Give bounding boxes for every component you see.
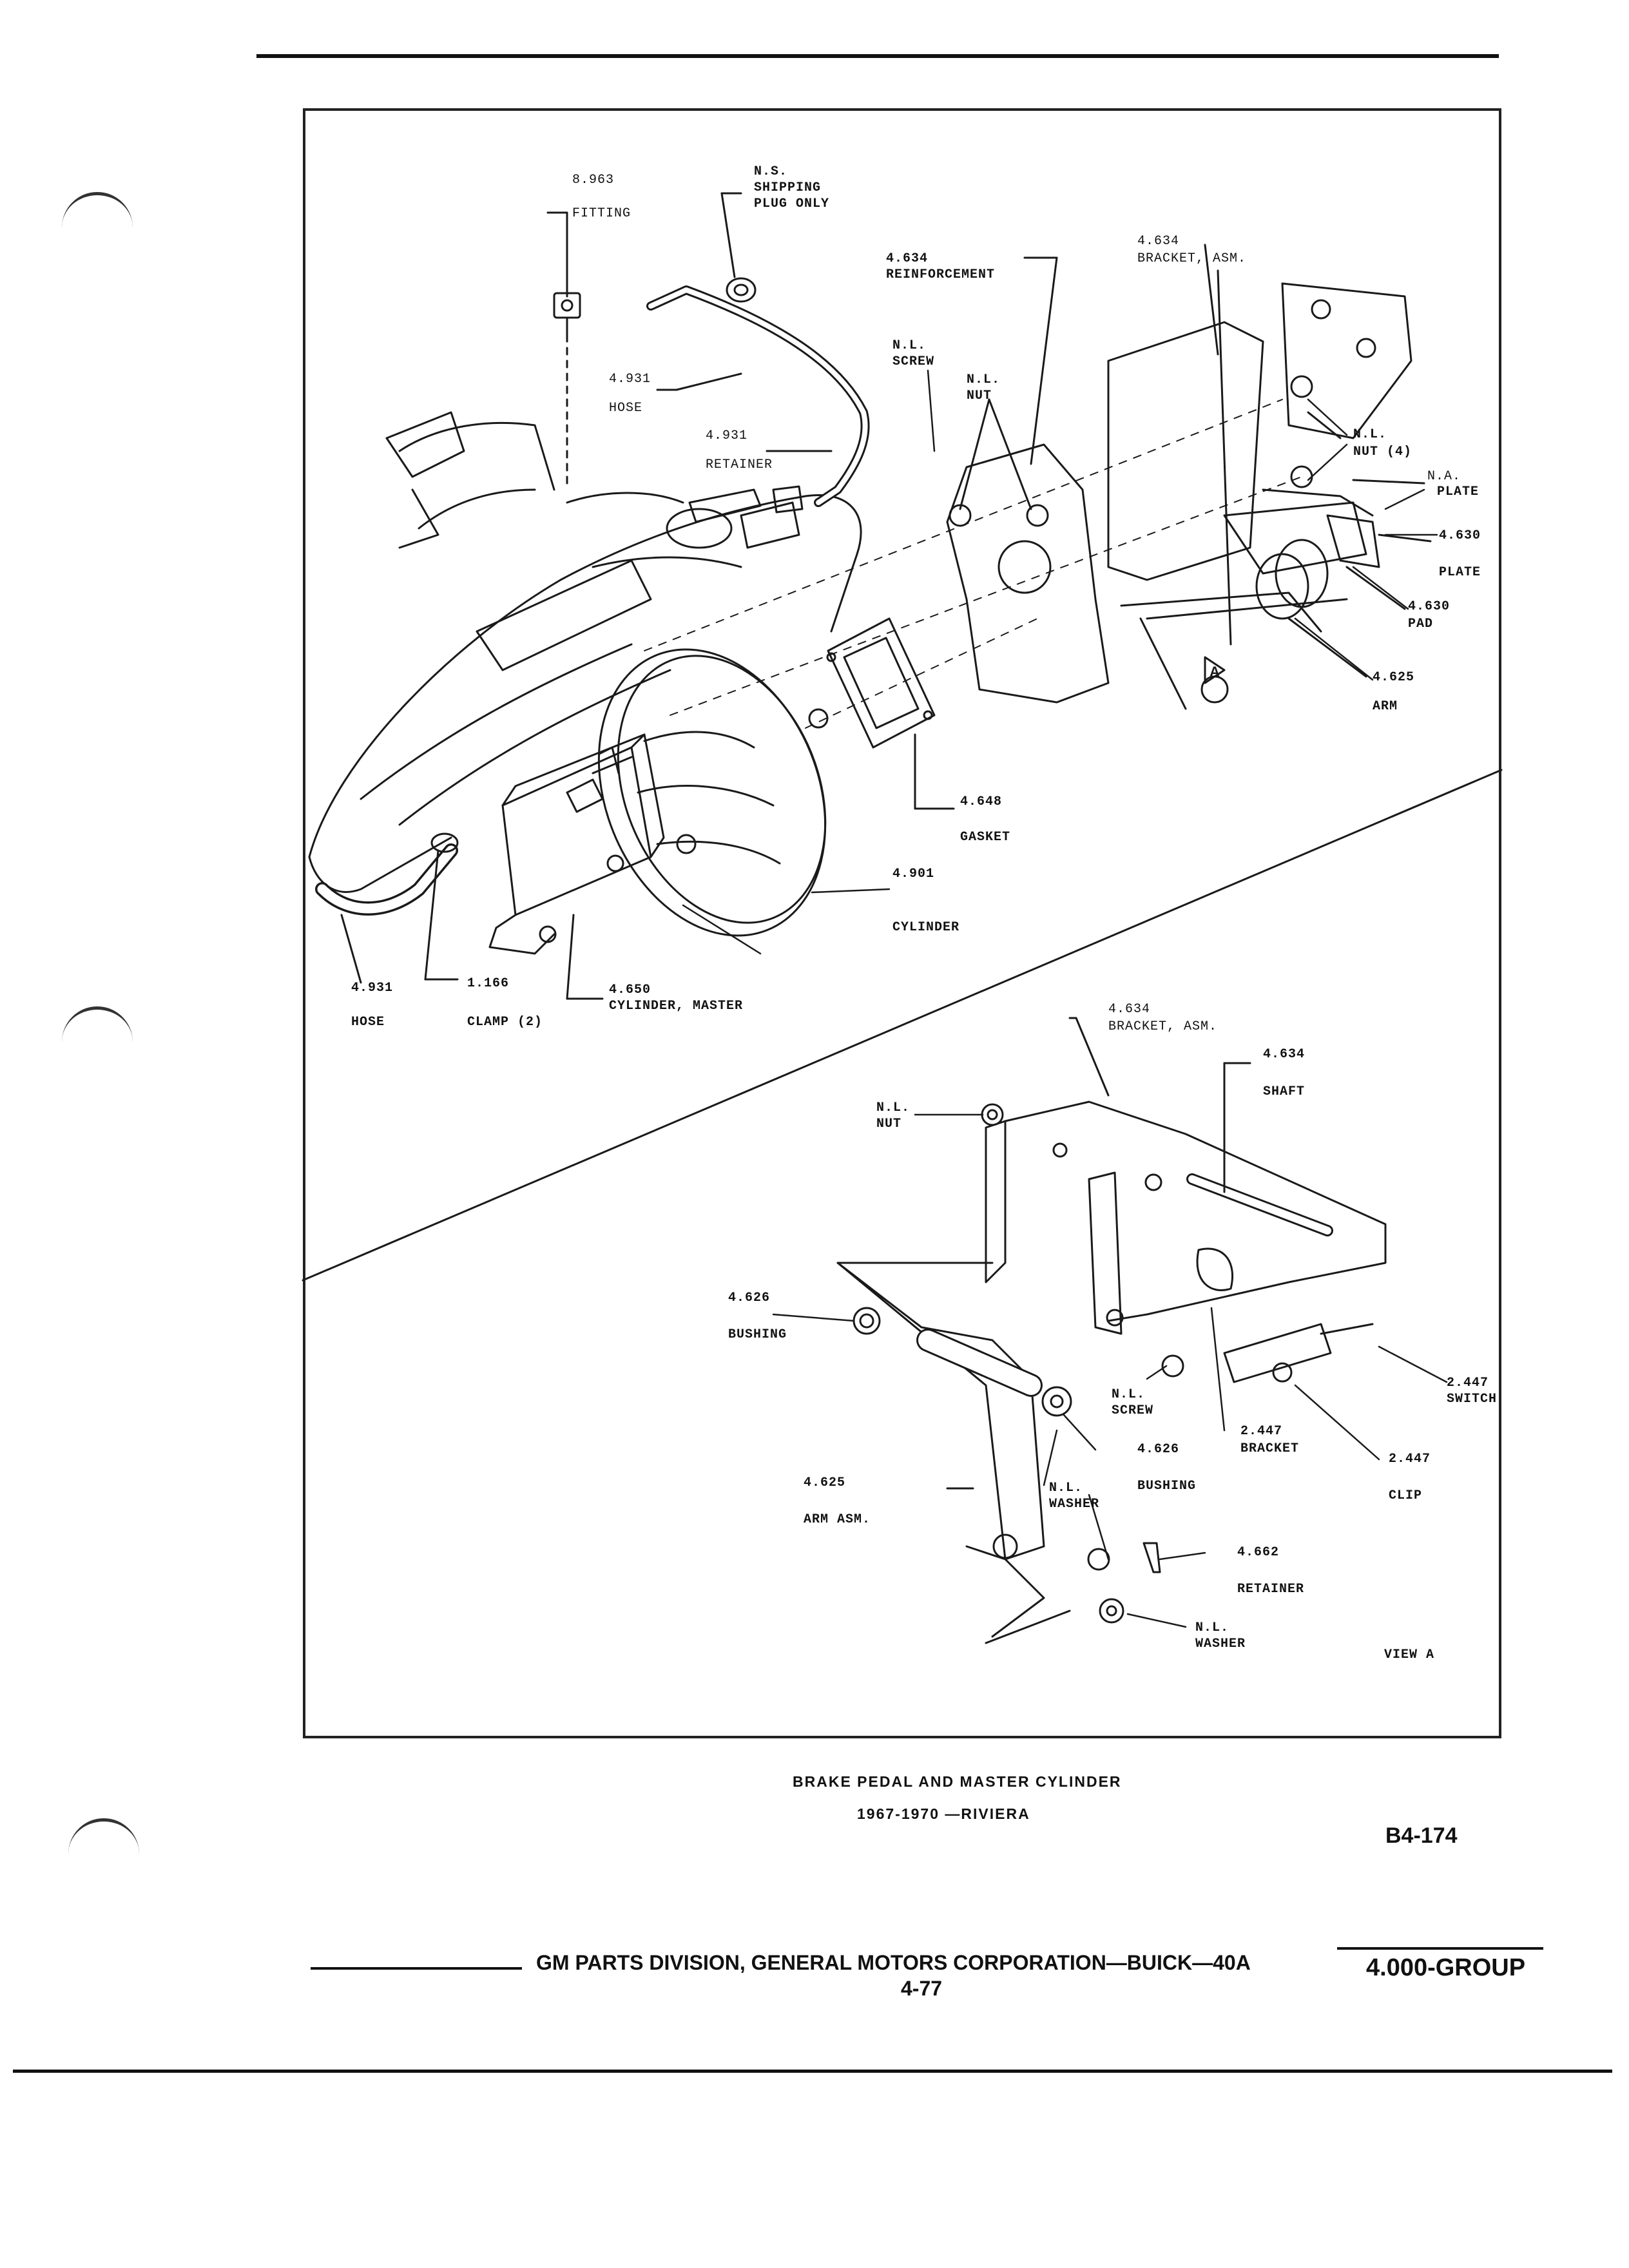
callout-hose2: HOSE: [351, 1015, 385, 1030]
view-a-bracket: [985, 1017, 1387, 1335]
view-a-shaft: [1186, 1062, 1333, 1236]
callout-gasket-num: 4.648: [960, 794, 1003, 809]
callout-bracket3: BRACKET: [1240, 1441, 1300, 1456]
figure-reference: B4-174: [1385, 1823, 1458, 1848]
callout-clamp: CLAMP (2): [467, 1015, 543, 1030]
callout-mc: CYLINDER, MASTER: [609, 999, 744, 1014]
callout-bushing: BUSHING: [728, 1327, 787, 1342]
callout-na-plate: N.A.: [1427, 469, 1461, 484]
callout-nl-screw-2b: SCREW: [1112, 1403, 1154, 1418]
callout-nl-nut-4: N.L.: [1353, 427, 1387, 442]
diagram-frame: [303, 108, 1501, 1738]
pad-plate-arm: [1262, 411, 1432, 678]
view-a-marker: [1200, 656, 1229, 704]
footer-right-rule: [1337, 1947, 1543, 1950]
callout-bracket-asm: BRACKET, ASM.: [1137, 251, 1247, 266]
callout-nl-washer-1: N.L.: [1049, 1481, 1083, 1495]
callout-view-a: VIEW A: [1384, 1648, 1435, 1662]
callout-nl-nut-2: N.L.: [876, 1100, 911, 1115]
callout-retainer: RETAINER: [706, 457, 773, 472]
callout-nl-nut-1: N.L.: [967, 372, 1001, 387]
callout-cyl-num: 4.901: [892, 867, 935, 881]
reinforcement-plate: [946, 256, 1110, 704]
upper-leader-lines: [682, 369, 1438, 955]
callout-nl-screw-1: N.L.: [892, 338, 927, 353]
callout-hose: HOSE: [609, 401, 643, 416]
footer-page-number: 4-77: [901, 1977, 943, 2000]
callout-plate-num: 4.630: [1439, 528, 1481, 543]
callout-clamp-num: 1.166: [467, 976, 510, 991]
callout-fitting: FITTING: [572, 206, 631, 221]
callout-retainer-num: 4.931: [706, 428, 748, 443]
callout-fitting-num: 8.963: [572, 173, 615, 187]
callout-bushing2-num: 4.626: [1137, 1442, 1180, 1457]
view-a-leader-lines: [772, 1113, 1448, 1628]
callout-nl-nut-4b: NUT (4): [1353, 445, 1412, 459]
view-a-pedal-arm: [836, 1262, 1071, 1644]
callout-ns: N.S.: [754, 164, 788, 179]
callout-bracket2-num: 4.634: [1108, 1002, 1151, 1017]
view-a-small-parts: [853, 1103, 1374, 1624]
callout-shaft: SHAFT: [1263, 1084, 1306, 1099]
top-rule: [256, 54, 1499, 58]
callout-nl-screw-2: N.L.: [1112, 1387, 1146, 1402]
callout-nl-screw-1b: SCREW: [892, 354, 935, 369]
callout-reinf-num: 4.634: [886, 251, 929, 266]
callout-pad: PAD: [1408, 617, 1434, 631]
punch-mark-2: [62, 1006, 133, 1055]
callout-arm-num: 4.625: [1373, 670, 1415, 685]
callout-shipping: SHIPPING: [754, 180, 822, 195]
brake-booster: [597, 648, 829, 937]
callout-bushing-num: 4.626: [728, 1291, 771, 1305]
master-cylinder: [488, 733, 665, 955]
bottom-rule: [13, 2070, 1612, 2073]
callout-cyl: CYLINDER: [892, 920, 960, 935]
callout-arm: ARM: [1373, 699, 1398, 714]
callout-nl-washer-1b: WASHER: [1049, 1497, 1100, 1512]
callout-clip-num: 2.447: [1389, 1452, 1431, 1466]
callout-nl-nut-2b: NUT: [876, 1117, 902, 1131]
callout-reinf: REINFORCEMENT: [886, 267, 996, 282]
callout-armasm-num: 4.625: [804, 1475, 846, 1490]
callout-ret2: RETAINER: [1237, 1582, 1305, 1597]
pedal-bracket-upper: [1107, 244, 1412, 710]
callout-nl-washer-2: N.L.: [1195, 1620, 1229, 1635]
footer-left-rule: [311, 1967, 522, 1970]
callout-switch: SWITCH: [1447, 1392, 1498, 1407]
engine-firewall-outline: [308, 411, 862, 893]
callout-shaft-num: 4.634: [1263, 1047, 1306, 1062]
punch-mark-3: [68, 1818, 139, 1867]
callout-bracket3-num: 2.447: [1240, 1424, 1283, 1439]
callout-mc-num: 4.650: [609, 983, 651, 997]
punch-mark-1: [62, 192, 133, 240]
diagram-caption-title: BRAKE PEDAL AND MASTER CYLINDER: [793, 1773, 1122, 1790]
footer-publisher: GM PARTS DIVISION, GENERAL MOTORS CORPOR…: [536, 1951, 1251, 1974]
callout-na-plate-b: PLATE: [1437, 485, 1480, 499]
fitting-and-hose: [546, 192, 870, 523]
callout-gasket: GASKET: [960, 830, 1011, 845]
lower-hose-clamp: [315, 832, 604, 1000]
callout-bushing2: BUSHING: [1137, 1479, 1197, 1494]
callout-hose-num: 4.931: [609, 372, 651, 387]
assembly-center-lines: [644, 399, 1302, 729]
callout-hose2-num: 4.931: [351, 981, 394, 995]
callout-bracket2: BRACKET, ASM.: [1108, 1019, 1218, 1034]
callout-nl-nut-1b: NUT: [967, 389, 992, 403]
callout-clip: CLIP: [1389, 1488, 1423, 1503]
callout-ret2-num: 4.662: [1237, 1545, 1280, 1560]
callout-bracket-asm-num: 4.634: [1137, 234, 1180, 249]
callout-plug-only: PLUG ONLY: [754, 197, 830, 211]
gasket: [826, 617, 955, 810]
view-a-marker-letter: A: [1210, 664, 1220, 680]
callout-pad-num: 4.630: [1408, 599, 1451, 614]
callout-plate: PLATE: [1439, 565, 1481, 580]
footer-group: 4.000-GROUP: [1366, 1954, 1526, 1981]
callout-nl-washer-2b: WASHER: [1195, 1637, 1246, 1651]
callout-armasm: ARM ASM.: [804, 1512, 871, 1527]
view-divider: [302, 769, 1503, 1282]
diagram-caption-years: 1967-1970 —RIVIERA: [857, 1805, 1030, 1822]
callout-switch-num: 2.447: [1447, 1376, 1489, 1390]
